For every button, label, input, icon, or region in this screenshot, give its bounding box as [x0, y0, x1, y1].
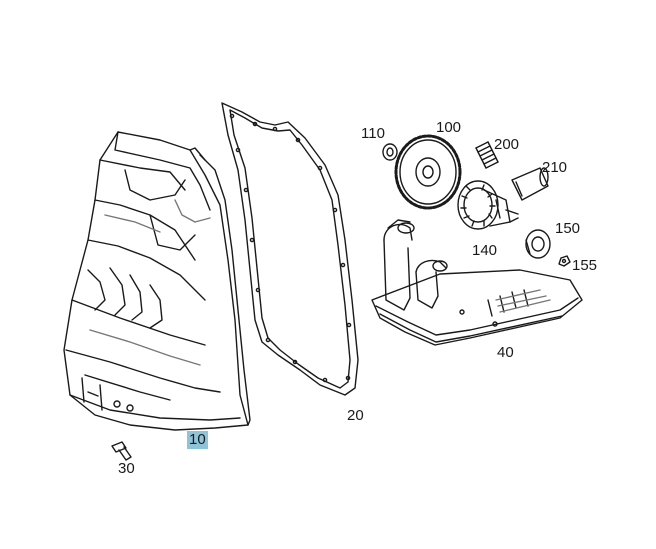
- oil-pump-drawing[interactable]: [457, 180, 519, 230]
- cover-nut-drawing[interactable]: [558, 255, 571, 267]
- oil-pan-drawing[interactable]: [63, 131, 251, 431]
- callout-150[interactable]: 150: [555, 220, 581, 237]
- oil-filter-drawing[interactable]: [371, 219, 583, 346]
- gear-nut-drawing[interactable]: [382, 143, 398, 161]
- callout-155[interactable]: 155: [572, 257, 598, 274]
- pump-gear-drawing[interactable]: [394, 134, 462, 210]
- callout-200[interactable]: 200: [494, 136, 520, 153]
- spring-drawing[interactable]: [475, 141, 499, 169]
- pan-gasket-drawing[interactable]: [221, 102, 359, 396]
- pan-bolt-drawing[interactable]: [111, 441, 132, 461]
- callout-40[interactable]: 40: [497, 344, 514, 361]
- callout-30[interactable]: 30: [118, 460, 135, 477]
- callout-110[interactable]: 110: [361, 125, 385, 142]
- callout-20[interactable]: 20: [347, 407, 364, 424]
- callout-210[interactable]: 210: [542, 159, 568, 176]
- callout-10[interactable]: 10: [187, 431, 208, 449]
- pump-cover-drawing[interactable]: [525, 229, 551, 259]
- piston-sleeve-drawing[interactable]: [511, 167, 549, 201]
- callout-140[interactable]: 140: [472, 242, 498, 259]
- callout-100[interactable]: 100: [436, 119, 462, 136]
